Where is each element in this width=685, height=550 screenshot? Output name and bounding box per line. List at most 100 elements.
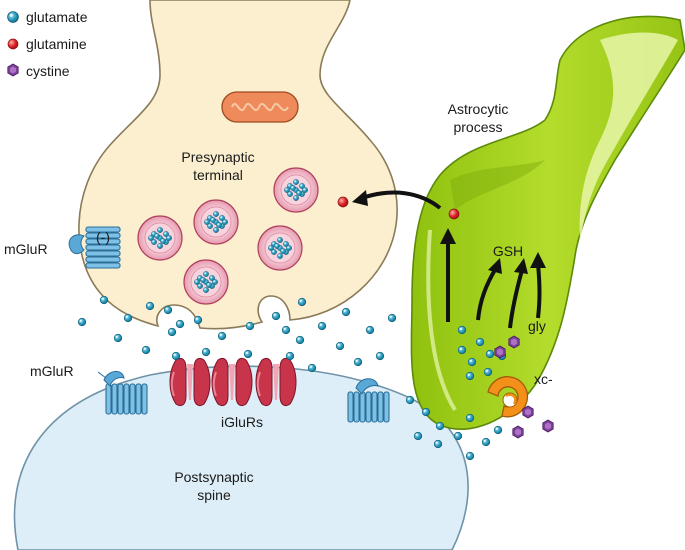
postsynaptic-label-line1: Postsynaptic bbox=[174, 469, 253, 485]
glutamate-dot bbox=[285, 351, 295, 361]
glutamate-dot bbox=[296, 190, 302, 196]
glutamate-dot bbox=[483, 367, 493, 377]
glutamate-dot bbox=[485, 349, 495, 359]
glutamate-dot bbox=[335, 341, 345, 351]
mitochondrion bbox=[221, 91, 299, 123]
legend-label-glutamate: glutamate bbox=[26, 9, 88, 25]
cystine-hexagon bbox=[508, 335, 520, 349]
glutamate-dot bbox=[284, 187, 290, 193]
glutamate-dot bbox=[281, 325, 291, 335]
glutamate-dot bbox=[141, 345, 151, 355]
glutamate-dot bbox=[293, 179, 299, 185]
astrocytic-process bbox=[410, 15, 685, 430]
cystine-hexagon bbox=[494, 345, 506, 359]
glutamate-dot bbox=[77, 317, 87, 327]
glutamate-dot bbox=[203, 271, 209, 277]
glutamate-dot bbox=[148, 235, 154, 241]
vesicle bbox=[193, 199, 239, 245]
glutamate-dot bbox=[280, 248, 286, 254]
gly-label: gly bbox=[528, 318, 546, 334]
glutamate-dot bbox=[171, 351, 181, 361]
glutamate-dot bbox=[245, 321, 255, 331]
legend-label-glutamine: glutamine bbox=[26, 36, 87, 52]
glutamine-dot-icon bbox=[7, 38, 19, 50]
mglur-postsynaptic-label: mGluR bbox=[30, 363, 74, 379]
postsynaptic-label-line2: spine bbox=[197, 487, 231, 503]
negative-feedback-label: (-) bbox=[96, 229, 110, 245]
glutamate-dot bbox=[193, 315, 203, 325]
glutamate-dot bbox=[413, 431, 423, 441]
glutamate-dot bbox=[421, 407, 431, 417]
gsh-arrow-1 bbox=[476, 266, 498, 321]
vesicle bbox=[257, 225, 303, 271]
glutamate-dot bbox=[453, 431, 463, 441]
iglur-channel bbox=[169, 357, 211, 407]
glutamate-dot bbox=[467, 357, 477, 367]
glutamate-dot bbox=[387, 313, 397, 323]
glutamate-dot bbox=[465, 371, 475, 381]
postsynaptic-mglur-left bbox=[97, 371, 148, 415]
astrocytic-label-line1: Astrocytic bbox=[448, 101, 509, 117]
glutamate-dot bbox=[213, 211, 219, 217]
glutamate-dot bbox=[465, 451, 475, 461]
glutamate-dot bbox=[194, 279, 200, 285]
gsh-arrow-3 bbox=[536, 263, 542, 319]
glutamate-dot bbox=[375, 351, 385, 361]
cystine-hexagon-icon bbox=[7, 63, 19, 77]
glutamate-dot bbox=[123, 313, 133, 323]
glutamate-dot bbox=[317, 321, 327, 331]
glutamate-dot bbox=[210, 217, 216, 223]
glutamate-dot bbox=[163, 305, 173, 315]
vesicle bbox=[183, 259, 229, 305]
glutamate-dot bbox=[113, 333, 123, 343]
glutamate-dot bbox=[222, 219, 228, 225]
presynaptic-mglur bbox=[85, 226, 121, 269]
glutamate-dot bbox=[206, 282, 212, 288]
glutamate-dot bbox=[286, 245, 292, 251]
cystine-hexagon bbox=[542, 419, 554, 433]
glutamine-export-arrow bbox=[361, 190, 442, 210]
glutamate-dot bbox=[435, 421, 445, 431]
postsynaptic-mglur-right bbox=[347, 378, 390, 423]
arrows bbox=[361, 190, 542, 329]
glutamate-dot-icon bbox=[7, 11, 19, 23]
vesicle bbox=[137, 215, 183, 261]
legend: glutamate glutamine cystine bbox=[7, 9, 88, 79]
glutamate-dot bbox=[203, 287, 209, 293]
glutamate-dot bbox=[166, 235, 172, 241]
cystine-hexagon bbox=[522, 405, 534, 419]
glutamate-dot bbox=[365, 325, 375, 335]
glutamate-dot bbox=[290, 185, 296, 191]
iglur-channel bbox=[211, 357, 253, 407]
presynaptic-mglur-venus-flytrap bbox=[68, 234, 85, 255]
glutamate-dot bbox=[277, 253, 283, 259]
glutamine-dot bbox=[448, 208, 460, 220]
glutamate-dot bbox=[99, 295, 109, 305]
glutamate-dot bbox=[175, 319, 185, 329]
mglur-presynaptic-label: mGluR bbox=[4, 241, 48, 257]
glutamate-dot bbox=[493, 425, 503, 435]
presynaptic-label-line2: terminal bbox=[193, 167, 243, 183]
glutamate-dot bbox=[295, 335, 305, 345]
iglurs-label: iGluRs bbox=[221, 414, 263, 430]
glutamate-dot bbox=[293, 195, 299, 201]
arrowheads bbox=[352, 190, 546, 274]
glutamate-dot bbox=[271, 311, 281, 321]
glutamate-dot bbox=[307, 363, 317, 373]
glutamate-dot bbox=[243, 349, 253, 359]
glutamate-dot bbox=[212, 279, 218, 285]
glutamate-dot bbox=[217, 331, 227, 341]
glutamate-dot bbox=[167, 327, 177, 337]
glutamate-dot bbox=[405, 395, 415, 405]
glutamate-dot bbox=[200, 277, 206, 283]
glutamate-dot bbox=[302, 187, 308, 193]
gsh-arrow-2 bbox=[508, 269, 524, 329]
glutamate-dot bbox=[157, 243, 163, 249]
legend-label-cystine: cystine bbox=[26, 63, 70, 79]
glutamate-dot bbox=[457, 345, 467, 355]
iglur-channel bbox=[255, 357, 297, 407]
glutamate-dot bbox=[274, 243, 280, 249]
glutamate-dot bbox=[277, 237, 283, 243]
